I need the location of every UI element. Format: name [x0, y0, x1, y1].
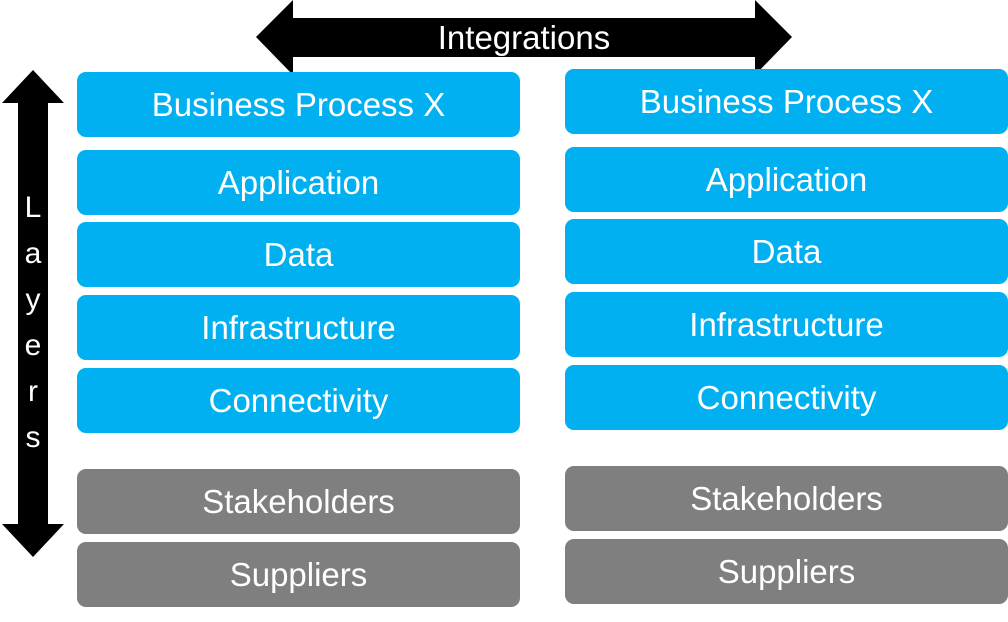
party-stakeholders: Stakeholders [77, 469, 520, 534]
layer-infrastructure: Infrastructure [77, 295, 520, 360]
layer-data: Data [565, 219, 1008, 284]
layer-data: Data [77, 222, 520, 287]
layer-application: Application [77, 150, 520, 215]
layers-arrow-shape [2, 70, 64, 557]
layers-letter: L [24, 191, 42, 224]
integrations-arrow [256, 0, 792, 75]
party-suppliers: Suppliers [77, 542, 520, 607]
layers-letter: a [24, 237, 42, 270]
layer-connectivity: Connectivity [77, 368, 520, 433]
integrations-label: Integrations [437, 19, 611, 56]
layers-letter: r [28, 375, 38, 408]
layer-application: Application [565, 147, 1008, 212]
layer-business-process: Business Process X [77, 72, 520, 137]
layer-business-process: Business Process X [565, 69, 1008, 134]
layers-arrow [2, 70, 64, 557]
party-suppliers: Suppliers [565, 539, 1008, 604]
layers-letter: y [25, 283, 41, 316]
layer-infrastructure: Infrastructure [565, 292, 1008, 357]
party-stakeholders: Stakeholders [565, 466, 1008, 531]
integrations-arrow-shape [256, 0, 792, 75]
layer-connectivity: Connectivity [565, 365, 1008, 430]
layers-letter: s [25, 421, 41, 454]
layers-label: L a y e r s [14, 185, 52, 461]
layers-letter: e [24, 329, 42, 362]
